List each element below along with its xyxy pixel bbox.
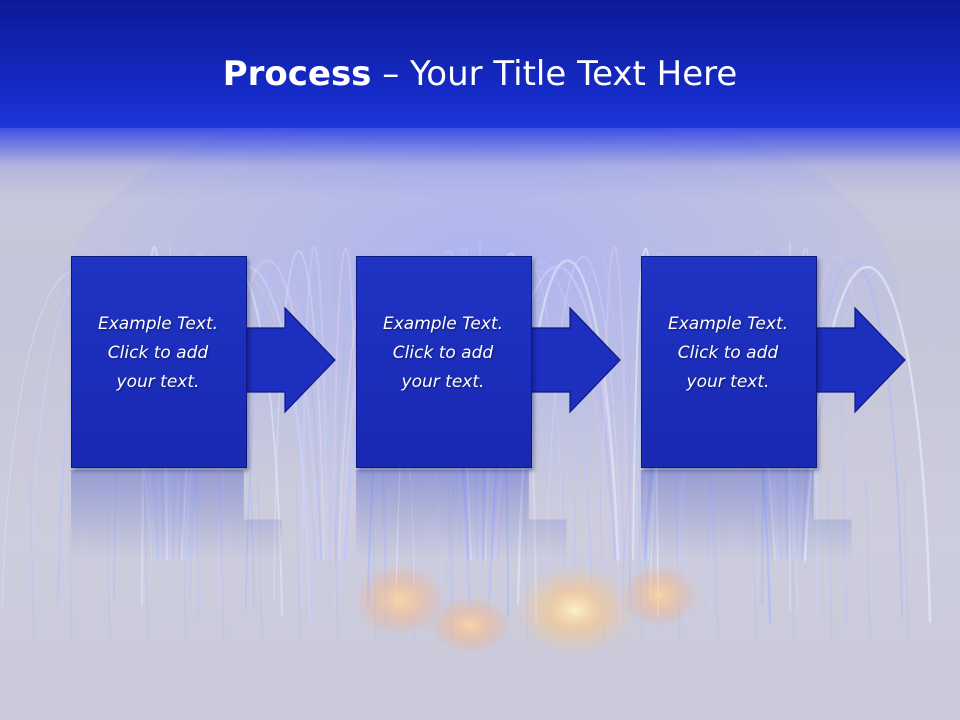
fountain-jet <box>295 479 301 641</box>
fountain-jet <box>807 269 959 611</box>
fountain-jet <box>803 265 932 624</box>
slide-title-rest: – Your Title Text Here <box>371 54 738 94</box>
fountain-jet <box>333 479 339 641</box>
fountain-jet <box>67 479 73 641</box>
fountain-jet <box>257 479 263 641</box>
fountain-jet <box>713 479 719 641</box>
title-bar <box>0 0 960 128</box>
process-step-box[interactable] <box>641 256 817 468</box>
fountain-jet <box>789 479 795 641</box>
arrow-right-icon <box>810 306 906 414</box>
fountain-jet <box>105 479 111 641</box>
process-step-2[interactable]: Example Text. Click to add your text. <box>356 256 626 468</box>
arrow-right-icon <box>525 306 621 414</box>
process-step-box[interactable] <box>356 256 532 468</box>
fountain-jet <box>545 256 622 611</box>
fountain-jet <box>219 479 225 641</box>
fountain-jet <box>865 479 871 641</box>
slide-title-strong: Process <box>222 54 372 94</box>
process-step-text[interactable]: Example Text. Click to add your text. <box>71 310 245 397</box>
step-text-line: Click to add <box>677 343 779 363</box>
fountain-jet <box>300 245 329 606</box>
fountain-jet <box>29 479 35 641</box>
arrow-right-icon <box>240 306 336 414</box>
process-step-3[interactable]: Example Text. Click to add your text. <box>641 256 911 468</box>
step-text-line: Click to add <box>392 343 494 363</box>
process-step-box[interactable] <box>71 256 247 468</box>
slide-title[interactable]: Process – Your Title Text Here <box>0 52 960 96</box>
step-text-line: your text. <box>686 372 770 392</box>
step-text-line: Example Text. <box>97 314 219 334</box>
title-bar-glow <box>0 128 960 198</box>
fountain-jet <box>751 479 757 641</box>
step-text-line: Click to add <box>107 343 209 363</box>
process-step-text[interactable]: Example Text. Click to add your text. <box>641 310 815 397</box>
fountain-jet <box>827 479 833 641</box>
fountain-jet <box>143 479 149 641</box>
step-text-line: Example Text. <box>667 314 789 334</box>
step-text-line: your text. <box>116 372 200 392</box>
fountain-jet <box>245 256 322 611</box>
fountain-jet <box>181 479 187 641</box>
fountain-jet <box>600 245 629 606</box>
fountain-jet <box>273 249 325 599</box>
fountain-jet <box>573 249 625 599</box>
process-step-text[interactable]: Example Text. Click to add your text. <box>356 310 530 397</box>
process-step-1[interactable]: Example Text. Click to add your text. <box>71 256 341 468</box>
fountain-jet <box>903 479 909 641</box>
step-text-line: your text. <box>401 372 485 392</box>
step-text-line: Example Text. <box>382 314 504 334</box>
